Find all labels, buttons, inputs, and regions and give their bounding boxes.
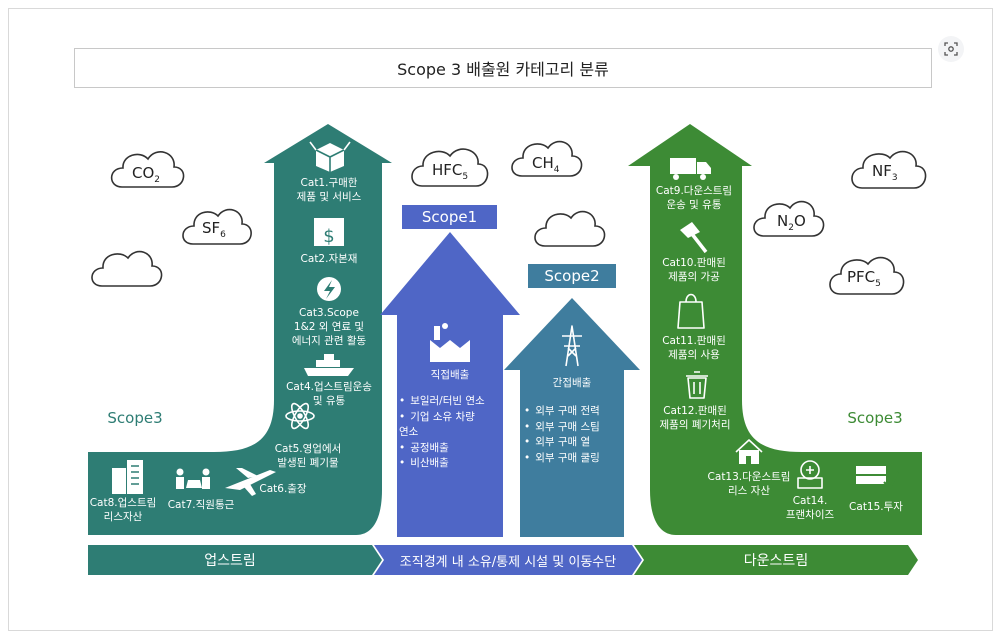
cloud-label-pfc5: PFC5 [847, 268, 881, 289]
cat15-label: Cat15.투자 [849, 501, 903, 513]
franchise-icon [797, 460, 823, 489]
band-upstream [88, 545, 382, 575]
cat13-label: Cat13.다운스트림 리스 자산 [707, 471, 791, 497]
scope1-item: 비산배출 [399, 456, 485, 472]
cloud-label-sf6: SF6 [202, 219, 226, 240]
diagram-title: Scope 3 배출원 카테고리 분류 [74, 48, 932, 88]
scope2-item: 외부 구매 스팀 [524, 420, 600, 436]
band-downstream [634, 545, 918, 575]
house-icon [735, 439, 763, 464]
scope3-left-box [90, 405, 180, 430]
cloud-group [91, 140, 927, 295]
people-car-icon [176, 468, 210, 489]
ship-icon [304, 354, 354, 376]
scope1-arrow [380, 232, 520, 537]
cloud-label-n2o: N2O [777, 212, 806, 233]
cat7-label: Cat7.직원통근 [167, 499, 235, 511]
office-icon [112, 460, 143, 494]
scope1-list: 보일러/터빈 연소 기업 소유 차량 연소 공정배출 비산배출 [399, 394, 485, 472]
cat6-label: Cat6.출장 [259, 483, 307, 495]
cat11-label: Cat11.판매된 제품의 사용 [662, 335, 726, 361]
cloud-co2 [110, 151, 185, 188]
building-icon: $ [314, 218, 344, 247]
scope2-item: 외부 구매 쿨링 [524, 451, 600, 467]
money-icon [856, 466, 899, 490]
cloud-ch4 [511, 140, 583, 177]
scope2-item: 외부 구매 열 [524, 435, 600, 451]
factory-icon [430, 323, 470, 362]
scope3-right-label: Scope3 [847, 408, 903, 427]
cat2-label: Cat2.자본재 [300, 253, 358, 265]
cloud-label-co2: CO2 [132, 164, 161, 185]
hammer-icon [680, 222, 708, 254]
cloud-sf6 [182, 208, 252, 245]
cat5-label: Cat5.영업에서 발생된 폐기물 [274, 443, 342, 469]
bag-icon [677, 293, 705, 329]
cloud-label-hfc5: HFC5 [432, 161, 469, 182]
band-downstream-label: 다운스트림 [743, 553, 809, 569]
band-upstream-label: 업스트림 [204, 553, 256, 569]
cloud-pfc5 [829, 256, 905, 295]
scope3-left-label: Scope3 [107, 408, 163, 427]
airplane-icon [225, 468, 276, 496]
cloud-blank-mid [534, 210, 606, 247]
band-middle [374, 545, 642, 575]
cloud-nf3 [851, 150, 927, 189]
scope2-heading: 간접배출 [552, 377, 592, 389]
scope1-item: 기업 소유 차량 연소 [399, 410, 485, 441]
atom-icon [285, 402, 315, 430]
lightning-icon [317, 277, 341, 301]
cat1-label: Cat1.구매한 제품 및 서비스 [296, 177, 362, 203]
scope3-right-box [830, 405, 920, 430]
zoom-button[interactable] [938, 36, 964, 62]
cloud-label-ch4: CH4 [532, 154, 560, 175]
pylon-icon [562, 325, 582, 367]
scope2-list: 외부 구매 전력 외부 구매 스팀 외부 구매 열 외부 구매 쿨링 [524, 404, 600, 466]
cloud-hfc5 [411, 148, 489, 187]
scope2-label: Scope2 [544, 267, 600, 285]
scope2-label-box [528, 264, 616, 288]
cloud-label-nf3: NF3 [872, 162, 898, 183]
truck-icon [670, 158, 711, 180]
scope2-item: 외부 구매 전력 [524, 404, 600, 420]
svg-text:$: $ [323, 226, 334, 247]
scope1-item: 공정배출 [399, 441, 485, 457]
zoom-icon [944, 42, 958, 56]
cat8-label: Cat8.업스트림 리스자산 [89, 497, 157, 523]
cat12-label: Cat12.판매된 제품의 폐기처리 [659, 405, 731, 431]
cat4-label: Cat4.업스트림운송 및 유통 [286, 381, 372, 407]
cloud-n2o [753, 200, 825, 237]
scope1-label-box [402, 205, 497, 229]
cat14-label: Cat14. 프랜차이즈 [785, 495, 835, 521]
downstream-arrow [628, 124, 922, 535]
figure-frame [8, 8, 993, 631]
scope1-item: 보일러/터빈 연소 [399, 394, 485, 410]
scope1-label: Scope1 [421, 208, 478, 226]
scope1-heading: 직접배출 [430, 369, 470, 381]
band-middle-label: 조직경계 내 소유/통제 시설 및 이동수단 [399, 554, 617, 570]
trash-icon [686, 371, 708, 399]
cat9-label: Cat9.다운스트림 운송 및 유통 [655, 185, 733, 211]
cat10-label: Cat10.판매된 제품의 가공 [662, 257, 726, 283]
cat3-label: Cat3.Scope 1&2 외 연료 및 에너지 관련 활동 [291, 307, 367, 347]
cloud-blank-left [91, 250, 163, 287]
box-icon [309, 141, 351, 172]
